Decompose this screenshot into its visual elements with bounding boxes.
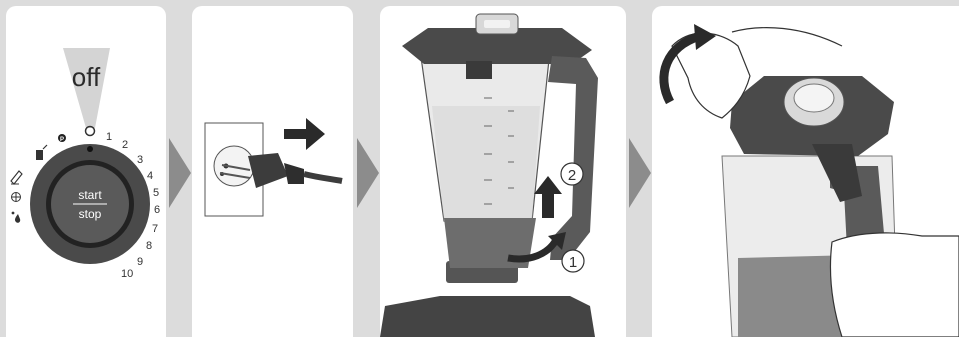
frozen-icon bbox=[12, 193, 21, 202]
motor-base bbox=[380, 296, 595, 337]
lid-latch bbox=[466, 61, 492, 79]
svg-text:2: 2 bbox=[568, 167, 576, 184]
dial-illustration: off 1 2 3 4 5 6 7 8 9 10 P bbox=[6, 6, 166, 337]
next-step-chevron bbox=[629, 138, 651, 208]
clean-icon bbox=[11, 171, 22, 184]
off-label: off bbox=[72, 62, 101, 92]
step-badge: 2 bbox=[561, 163, 583, 185]
lid-removal-illustration bbox=[652, 6, 959, 337]
plug-illustration bbox=[192, 6, 353, 337]
hand-icon bbox=[830, 233, 959, 337]
step-panel-plug bbox=[192, 6, 353, 337]
jug-handle bbox=[548, 56, 598, 260]
arrow-up-icon bbox=[534, 176, 562, 218]
stop-label: stop bbox=[79, 207, 102, 221]
step-panel-dial: off 1 2 3 4 5 6 7 8 9 10 P bbox=[6, 6, 166, 337]
svg-text:1: 1 bbox=[569, 254, 577, 271]
speed-number: 6 bbox=[154, 204, 160, 216]
step-panel-remove-lid bbox=[652, 6, 959, 337]
speed-number: 7 bbox=[152, 223, 158, 235]
speed-number: 10 bbox=[121, 268, 133, 280]
start-label: start bbox=[78, 188, 102, 202]
next-step-chevron bbox=[357, 138, 379, 208]
speed-number: 5 bbox=[153, 187, 159, 199]
speed-number: 1 bbox=[106, 131, 112, 143]
control-knob[interactable]: start stop bbox=[30, 144, 150, 264]
speed-number: 8 bbox=[146, 240, 152, 252]
arrow-right-icon bbox=[284, 118, 325, 150]
ice-crush-icon bbox=[12, 212, 21, 223]
speed-number: 3 bbox=[137, 154, 143, 166]
speed-number: 4 bbox=[147, 170, 153, 182]
svg-text:P: P bbox=[60, 137, 64, 143]
blender-illustration: 2 1 bbox=[380, 6, 626, 337]
pulse-icon: P bbox=[58, 134, 66, 143]
speed-number: 2 bbox=[122, 139, 128, 151]
speed-number: 9 bbox=[137, 256, 143, 268]
next-step-chevron bbox=[169, 138, 191, 208]
lid-cap bbox=[784, 78, 844, 126]
smoothie-icon bbox=[36, 145, 47, 160]
step-badge: 1 bbox=[562, 250, 584, 272]
step-panel-place-jug: 2 1 bbox=[380, 6, 626, 337]
